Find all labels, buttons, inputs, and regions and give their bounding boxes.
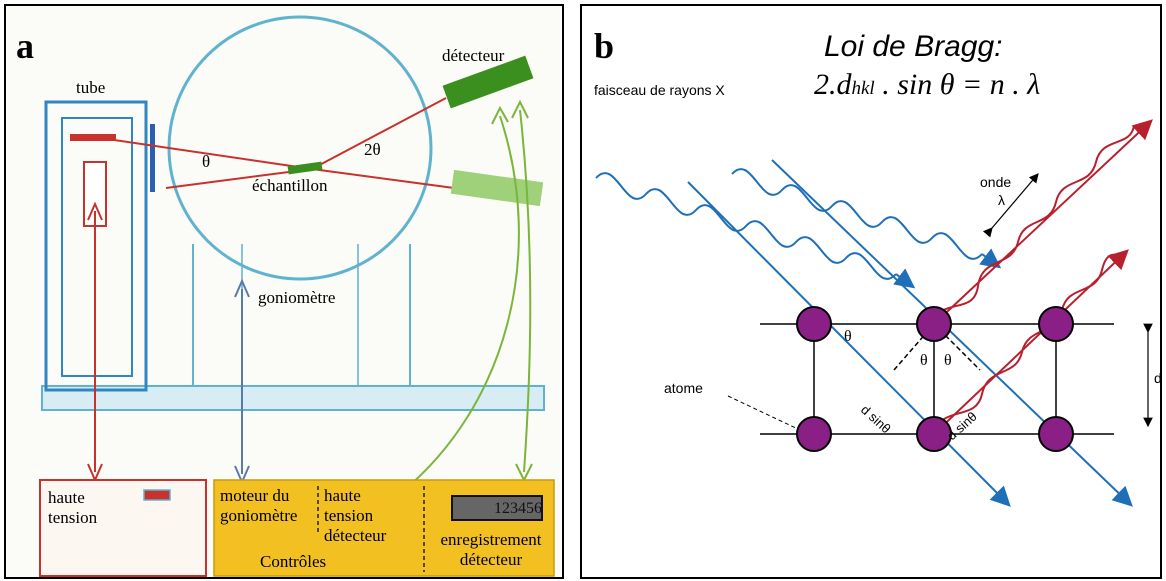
- hv-detector-line3: détecteur: [324, 526, 387, 545]
- two-theta-label: 2θ: [364, 140, 381, 159]
- secondary-beam: [311, 168, 455, 189]
- detector-active: [442, 55, 534, 109]
- formula-prefix: 2.d: [814, 68, 852, 101]
- atom: [916, 306, 952, 342]
- counter-value: 123456: [494, 500, 542, 517]
- theta-label-3: θ: [944, 352, 952, 369]
- hv-label: haute tension: [48, 488, 97, 528]
- incident-wave-2: [731, 168, 983, 260]
- wave-label: onde: [980, 174, 1012, 190]
- hv-label-line1: haute: [48, 488, 85, 507]
- atom: [916, 416, 952, 452]
- spacing-label: d: [1154, 370, 1162, 386]
- hv-detector-label: haute tension détecteur: [324, 486, 386, 546]
- hv-supply-box: [39, 479, 207, 577]
- incident-beam: [113, 139, 313, 170]
- instrument-drawing: [6, 6, 562, 577]
- bragg-diagram: [595, 119, 1153, 507]
- detector-ghost: [450, 169, 544, 207]
- atom-label: atome: [664, 380, 703, 396]
- tube-label: tube: [76, 78, 106, 97]
- atom: [1038, 306, 1074, 342]
- beam-label: faisceau de rayons X: [594, 82, 725, 98]
- atom: [796, 416, 832, 452]
- record-label: enregistrement détecteur: [428, 530, 554, 570]
- lambda-label: λ: [998, 192, 1005, 208]
- incident-ray-1: [687, 181, 1011, 507]
- diffracted-ray-1: [933, 119, 1153, 325]
- reference-line: [165, 168, 313, 189]
- motor-label-line1: moteur du: [220, 486, 290, 505]
- incident-wave-1: [595, 172, 897, 280]
- controls-label: Contrôles: [260, 552, 327, 571]
- atom-pointer: [727, 395, 801, 431]
- incident-ray-2: [771, 159, 1133, 507]
- motor-label: moteur du goniomètre: [220, 486, 297, 526]
- atom: [796, 306, 832, 342]
- motor-label-line2: goniomètre: [220, 506, 298, 525]
- panel-a-letter: a: [16, 26, 34, 66]
- panel-a-xrd-instrument: a tube détecteur θ 2θ échantillon goniom…: [4, 4, 564, 579]
- bragg-formula: 2.dhkl . sin θ = n . λ: [814, 68, 1040, 102]
- record-label-line1: enregistrement: [440, 530, 542, 549]
- wavelength-arrow: [982, 173, 1039, 238]
- detector-label: détecteur: [442, 46, 505, 65]
- sample-label: échantillon: [252, 176, 328, 195]
- panel-b-letter: b: [594, 26, 615, 66]
- diffracted-wave-2: [931, 253, 1125, 435]
- atom: [1038, 416, 1074, 452]
- goniometer-label: goniomètre: [258, 288, 336, 307]
- counter-display: [451, 495, 543, 521]
- diffracted-beam: [311, 97, 447, 170]
- x-ray-source: [70, 134, 116, 141]
- hv-detector-line2: tension: [324, 506, 374, 525]
- bragg-title: Loi de Bragg:: [824, 30, 1003, 63]
- diffracted-wave-1: [931, 125, 1135, 325]
- formula-subscript: hkl: [851, 78, 875, 99]
- hv-detector-line1: haute: [324, 486, 361, 505]
- sample-holder: [287, 161, 323, 175]
- tube-window: [150, 124, 155, 192]
- atoms: [796, 306, 1074, 452]
- theta-label: θ: [202, 152, 211, 171]
- hv-label-line2: tension: [48, 508, 98, 527]
- tube-housing-inner: [61, 117, 133, 377]
- hv-indicator: [143, 489, 171, 501]
- theta-label-1: θ: [844, 328, 852, 345]
- panel-b-bragg-law: b Loi de Bragg: 2.dhkl . sin θ = n . λ f…: [580, 4, 1162, 579]
- formula-suffix: . sin θ = n . λ: [874, 68, 1041, 101]
- incident-wave-1-tip: [893, 268, 916, 289]
- record-label-line2: détecteur: [459, 550, 523, 569]
- theta-label-2: θ: [920, 352, 928, 369]
